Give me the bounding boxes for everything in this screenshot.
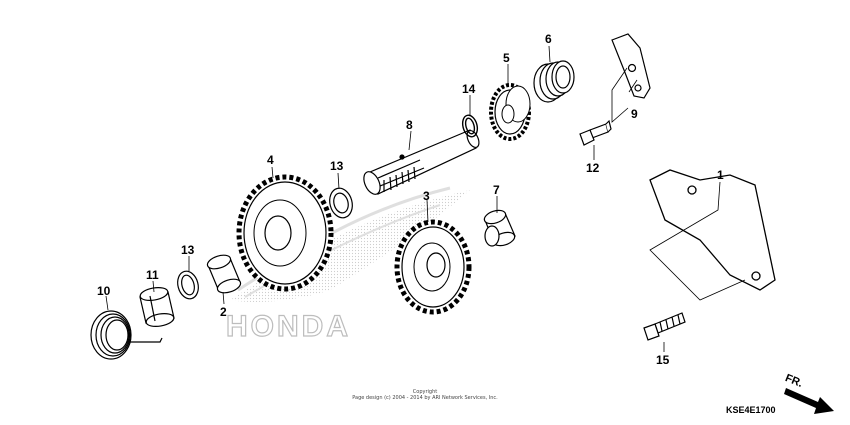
callout-8: 8 xyxy=(406,118,413,132)
part-3-gear xyxy=(394,219,472,315)
part-14-clip xyxy=(461,114,479,138)
callout-3: 3 xyxy=(423,189,430,203)
diagram-code: KSE4E1700 xyxy=(726,405,776,415)
honda-watermark-text: HONDA xyxy=(226,310,351,343)
callout-5: 5 xyxy=(503,51,510,65)
copyright-line-2: Page design (c) 2004 - 2014 by ARI Netwo… xyxy=(352,395,498,402)
part-4-gear xyxy=(236,174,334,292)
part-6-spring xyxy=(533,60,575,103)
part-10-spring xyxy=(90,310,163,360)
callout-1: 1 xyxy=(717,168,724,182)
copyright-line-1: Copyright xyxy=(412,389,438,395)
part-9-plate xyxy=(611,33,651,99)
callout-9: 9 xyxy=(631,107,638,121)
part-7-bushing xyxy=(483,209,516,247)
callout-2: 2 xyxy=(220,305,227,319)
front-direction-arrow-icon xyxy=(784,388,834,414)
callout-10: 10 xyxy=(97,284,111,298)
part-15-bolt xyxy=(643,312,686,341)
callout-6: 6 xyxy=(545,32,552,46)
callout-7: 7 xyxy=(493,183,500,197)
part-5-ratchet xyxy=(489,83,531,141)
part-12-bolt xyxy=(579,119,612,146)
part-2-bushing xyxy=(206,254,242,294)
callout-13-lower: 13 xyxy=(181,243,195,257)
part-1-cover-plate xyxy=(649,169,776,291)
part-13-washer-lower xyxy=(177,270,199,300)
part-11-collar xyxy=(139,287,175,327)
callout-12: 12 xyxy=(586,161,600,175)
callout-13-upper: 13 xyxy=(330,159,344,173)
copyright-notice: Copyright Page design (c) 2004 - 2014 by… xyxy=(300,389,550,402)
part-13-washer-upper xyxy=(329,187,353,219)
callout-14: 14 xyxy=(462,82,476,96)
leader-lines xyxy=(105,45,746,352)
callout-15: 15 xyxy=(656,353,670,367)
callout-11: 11 xyxy=(146,268,159,282)
part-8-shaft xyxy=(363,129,480,195)
callout-4: 4 xyxy=(267,153,274,167)
